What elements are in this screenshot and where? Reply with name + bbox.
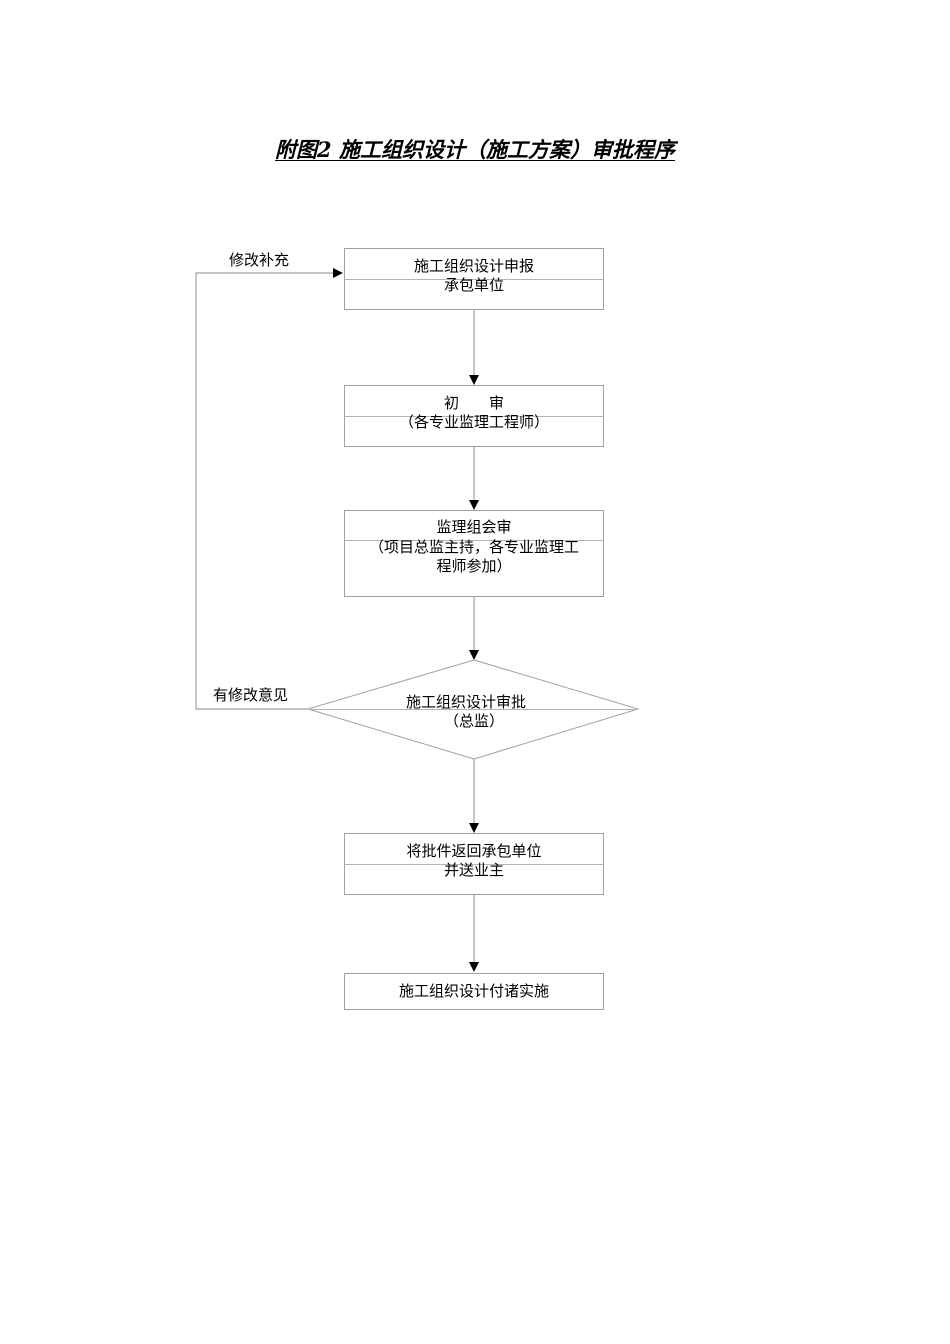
node-return-line-2: 并送业主	[444, 861, 504, 879]
node-implement: 施工组织设计付诸实施	[344, 973, 604, 1010]
node-group-review-line-2: （项目总监主持，各专业监理工	[369, 538, 579, 556]
page-title-text: 附图2 施工组织设计（施工方案）审批程序	[275, 137, 675, 162]
node-approval-line-2: （总监）	[444, 712, 504, 730]
node-group-review-box	[344, 510, 604, 597]
feedback-top-label: 修改补充	[229, 251, 289, 269]
node-return: 将批件返回承包单位 并送业主	[344, 833, 604, 895]
node-initial-review-line-1: 初 审	[444, 394, 504, 412]
page-title: 附图2 施工组织设计（施工方案）审批程序	[0, 136, 950, 164]
node-submit-line-2: 承包单位	[444, 276, 504, 294]
node-initial-review: 初 审 （各专业监理工程师）	[344, 385, 604, 447]
feedback-loop	[195, 268, 343, 710]
feedback-bottom-label: 有修改意见	[213, 686, 288, 704]
node-group-review: 监理组会审 （项目总监主持，各专业监理工 程师参加）	[344, 510, 604, 597]
node-submit: 施工组织设计申报 承包单位	[344, 248, 604, 310]
node-initial-review-line-2: （各专业监理工程师）	[399, 413, 549, 431]
node-submit-line-1: 施工组织设计申报	[414, 257, 534, 275]
node-approval-line-1: 施工组织设计审批	[406, 693, 526, 711]
node-return-line-1: 将批件返回承包单位	[406, 842, 541, 860]
node-group-review-line-3: 程师参加）	[436, 557, 511, 575]
node-approval: 施工组织设计审批 （总监）	[306, 659, 640, 760]
node-group-review-line-1: 监理组会审	[436, 518, 511, 536]
node-implement-box	[344, 973, 604, 1010]
node-implement-line-1: 施工组织设计付诸实施	[399, 982, 549, 1000]
